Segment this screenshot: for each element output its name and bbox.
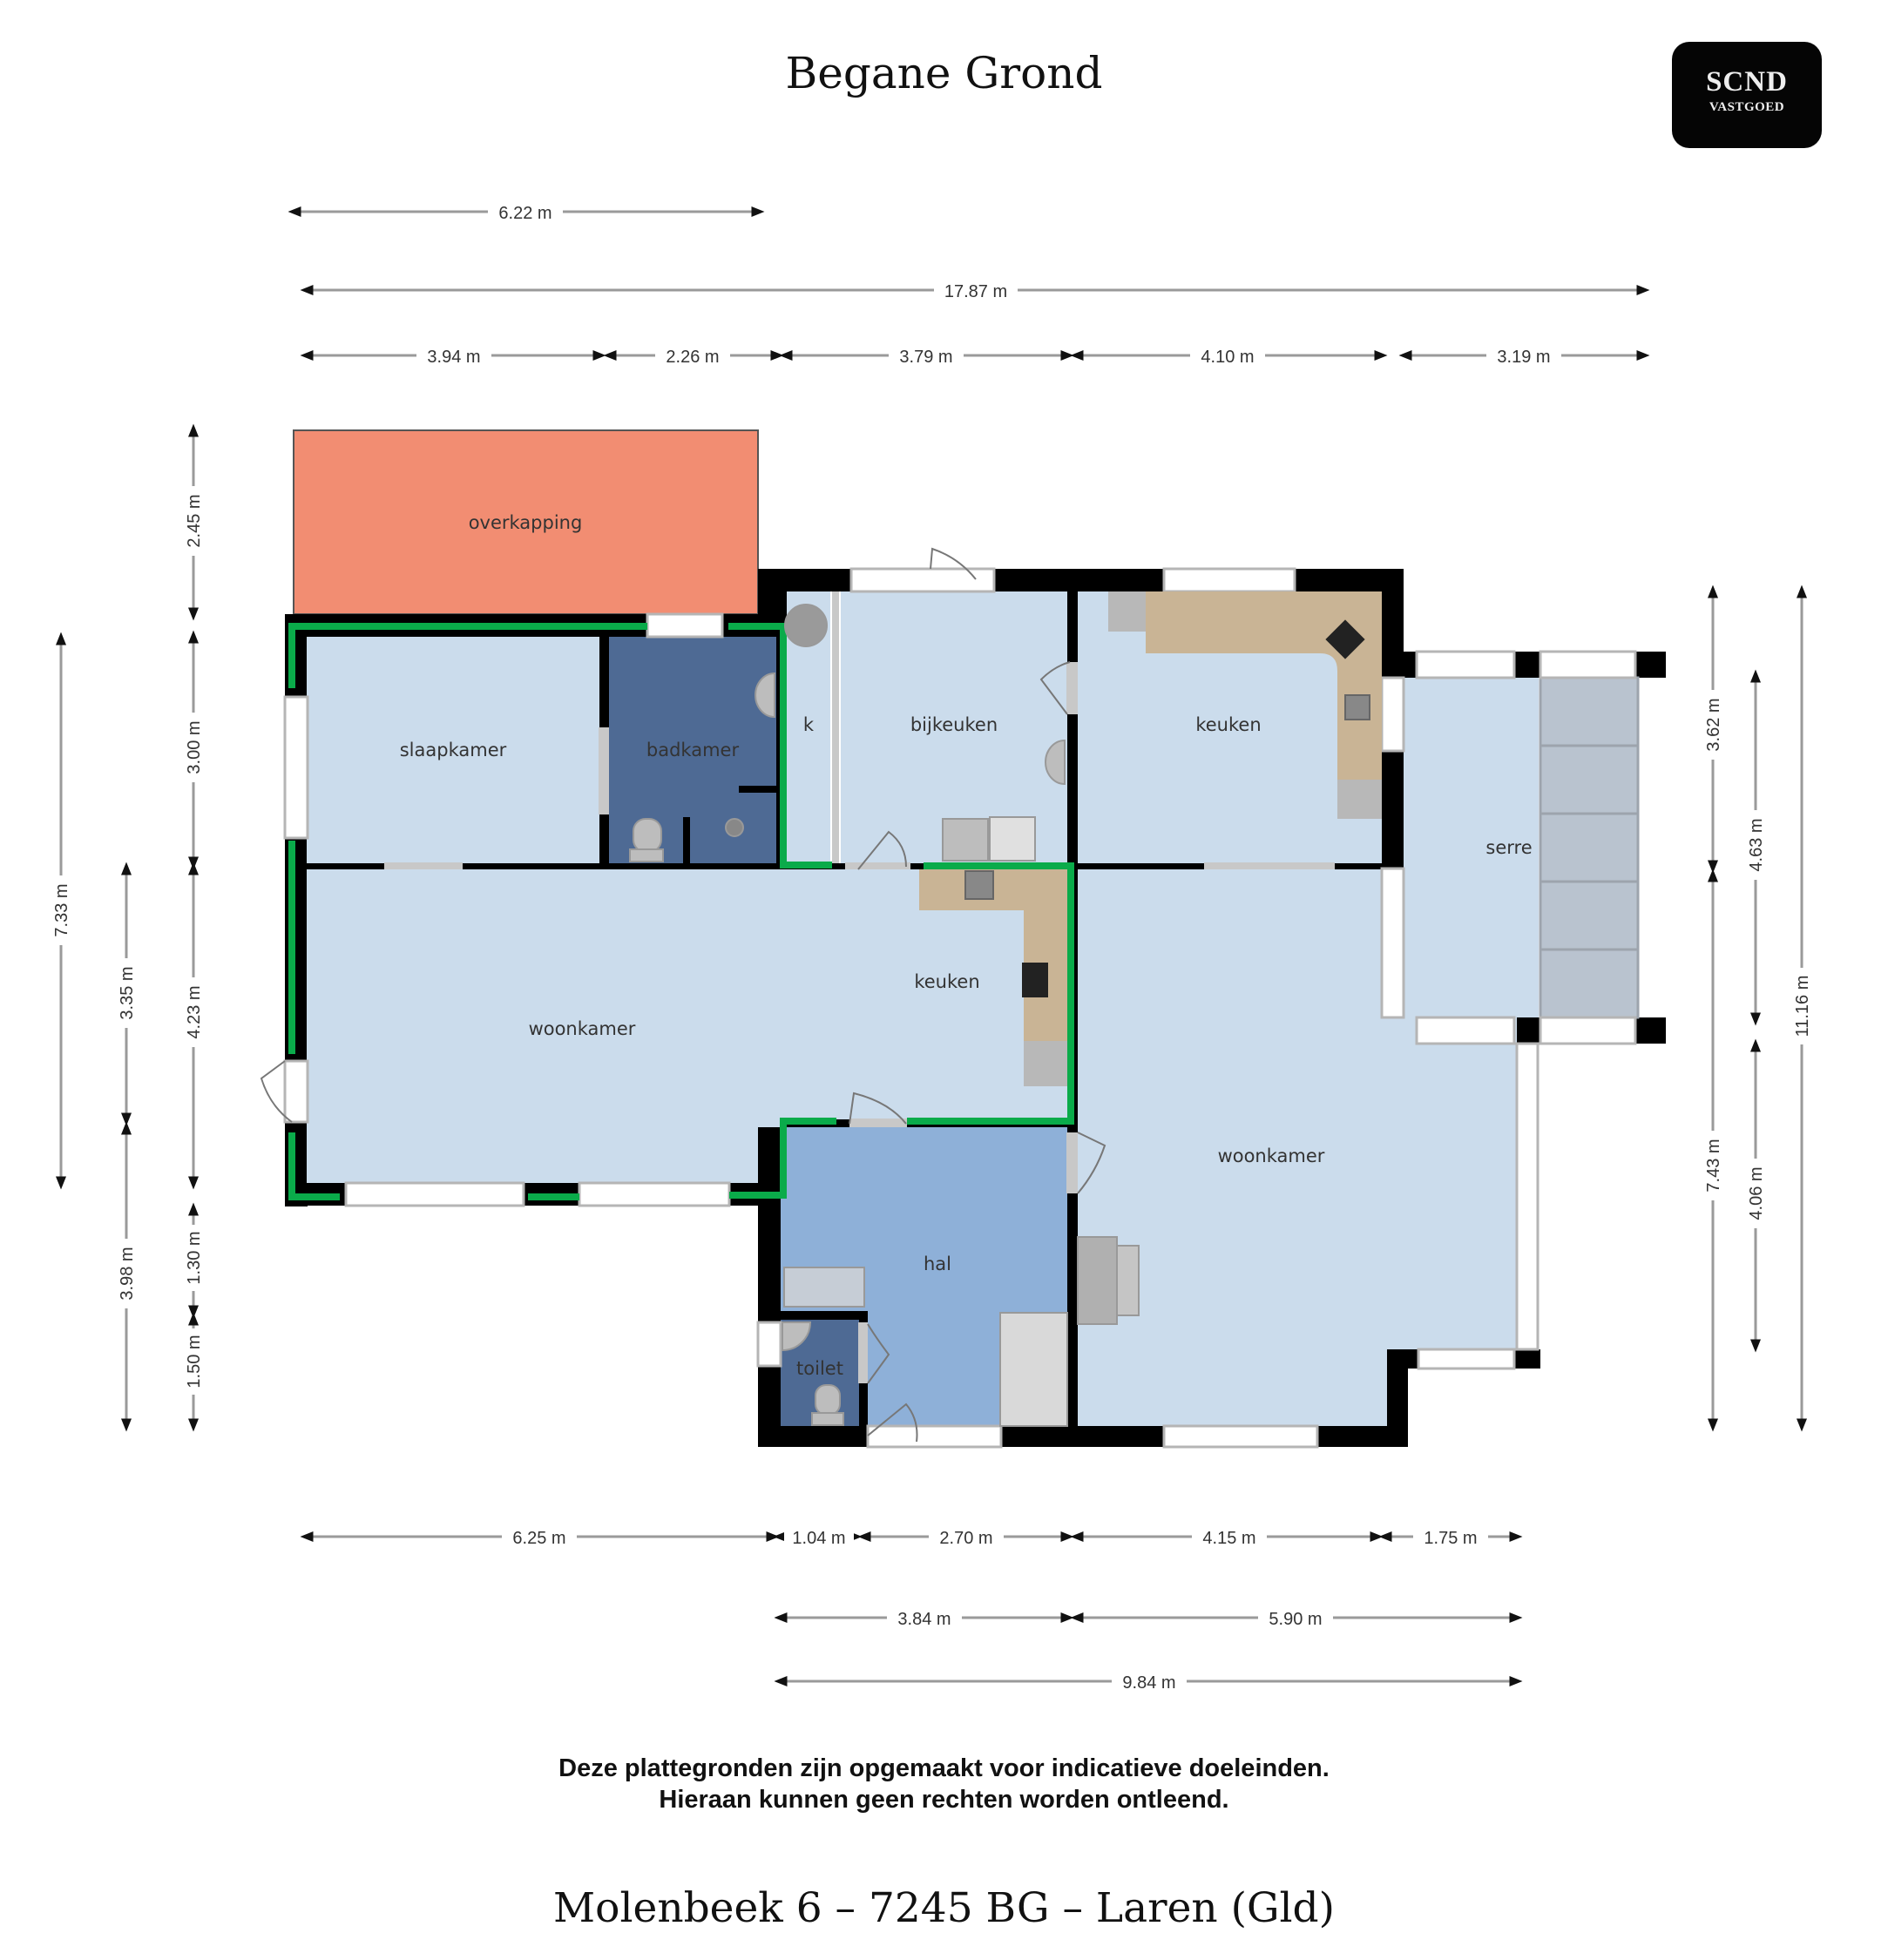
dimension-labels-left: 7.33 m 3.35 m 3.98 m 2.45 m 3.00 m 4.23 … [50,486,205,1395]
room-slaapkamer [307,637,599,863]
doorways [384,591,1335,1383]
svg-text:1.50 m: 1.50 m [185,1335,204,1388]
room-label-keuken-open: keuken [914,971,979,992]
insulation-outline [288,623,1074,1200]
floor-plan: 6.22 m 17.87 m 3.94 m 2.26 m 3.79 m 4.10… [50,200,1813,1693]
svg-text:4.15 m: 4.15 m [1202,1529,1255,1548]
svg-text:4.23 m: 4.23 m [185,985,204,1038]
svg-text:7.43 m: 7.43 m [1704,1139,1723,1192]
windows [283,567,1637,1449]
room-woonkamer-east [1078,869,1517,1426]
svg-text:2.26 m: 2.26 m [666,348,719,367]
room-overkapping [293,429,759,615]
logo-subtitle: VASTGOED [1709,100,1785,114]
svg-text:3.84 m: 3.84 m [897,1610,951,1629]
svg-text:1.30 m: 1.30 m [185,1231,204,1284]
svg-text:3.19 m: 3.19 m [1497,348,1550,367]
dimension-labels-bottom: 6.25 m 1.04 m 2.70 m 4.15 m 1.75 m 3.84 … [502,1525,1488,1693]
logo-wordmark: SCND [1706,66,1788,98]
disclaimer: Deze plattegronden zijn opgemaakt voor i… [0,1753,1888,1815]
room-label-woonkamer-east: woonkamer [1218,1146,1325,1166]
room-label-toilet: toilet [796,1358,843,1379]
svg-text:1.04 m: 1.04 m [792,1529,845,1548]
room-label-overkapping: overkapping [469,512,583,533]
room-label-keuken-back: keuken [1195,714,1261,735]
svg-text:3.62 m: 3.62 m [1704,698,1723,751]
svg-text:17.87 m: 17.87 m [944,282,1007,301]
disclaimer-line-1: Deze plattegronden zijn opgemaakt voor i… [558,1754,1330,1782]
svg-text:2.45 m: 2.45 m [185,494,204,547]
room-label-k: k [803,714,815,735]
room-label-badkamer: badkamer [646,740,740,760]
brand-logo: SCND VASTGOED [1672,42,1822,148]
svg-text:3.35 m: 3.35 m [118,966,137,1019]
svg-text:1.75 m: 1.75 m [1424,1529,1477,1548]
dimension-labels-top: 6.22 m 17.87 m 3.94 m 2.26 m 3.79 m 4.10… [416,200,1561,367]
svg-text:4.06 m: 4.06 m [1747,1166,1766,1220]
svg-text:6.25 m: 6.25 m [512,1529,565,1548]
svg-text:3.79 m: 3.79 m [899,348,952,367]
svg-text:3.94 m: 3.94 m [427,348,480,367]
room-label-slaapkamer: slaapkamer [400,740,507,760]
fixtures [629,604,1140,1427]
kitchen-counter-open [919,869,1067,1086]
room-label-woonkamer-west: woonkamer [529,1018,636,1039]
dimensions-right [1708,585,1807,1432]
svg-text:4.10 m: 4.10 m [1201,348,1254,367]
property-address: Molenbeek 6 – 7245 BG – Laren (Gld) [553,1884,1335,1932]
svg-text:2.70 m: 2.70 m [939,1529,992,1548]
svg-text:7.33 m: 7.33 m [52,883,71,936]
svg-text:5.90 m: 5.90 m [1269,1610,1322,1629]
svg-text:3.98 m: 3.98 m [118,1247,137,1300]
kitchen-counter-back [1108,591,1382,819]
dimension-labels-right: 3.62 m 7.43 m 4.63 m 4.06 m 11.16 m [1702,690,1813,1228]
disclaimer-line-2: Hieraan kunnen geen rechten worden ontle… [659,1786,1229,1814]
svg-text:4.63 m: 4.63 m [1747,818,1766,871]
floor-title: Begane Grond [785,48,1103,98]
room-labels: overkapping slaapkamer badkamer k bijkeu… [400,512,1533,1379]
door-swings [260,547,1106,1443]
svg-text:11.16 m: 11.16 m [1793,976,1812,1037]
room-label-serre: serre [1485,837,1532,858]
room-label-bijkeuken: bijkeuken [910,714,998,735]
svg-text:9.84 m: 9.84 m [1122,1673,1175,1693]
svg-text:6.22 m: 6.22 m [498,204,552,223]
svg-text:3.00 m: 3.00 m [185,720,204,774]
serre-planters [1539,676,1640,1019]
room-label-hal: hal [924,1254,951,1274]
